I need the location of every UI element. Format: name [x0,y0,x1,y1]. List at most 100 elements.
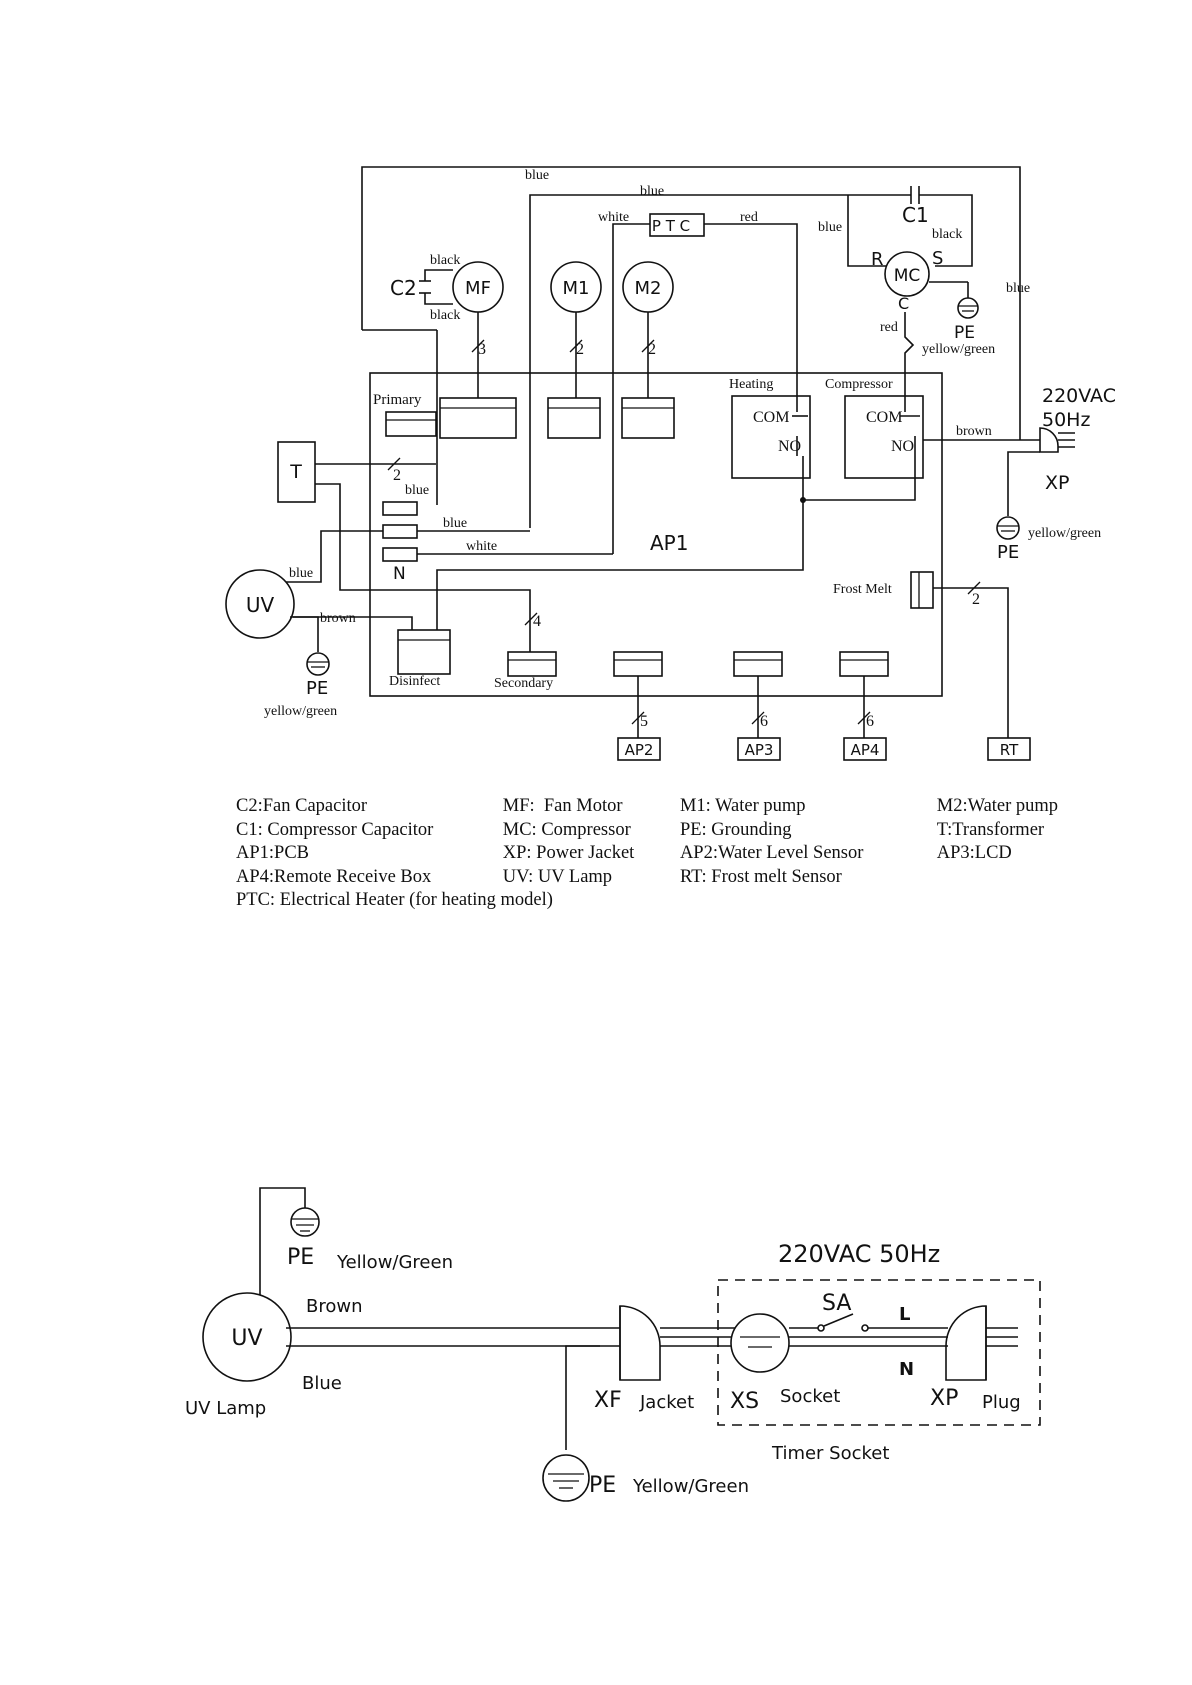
plug-label: Plug [982,1392,1021,1413]
frost-melt-connector [910,571,934,609]
t-bus-count: 2 [393,467,401,484]
legend-item: T:Transformer [936,819,1045,840]
compressor-com: COM [866,409,902,426]
wire-label-blue-2: blue [640,184,664,199]
ptc-label: P T C [652,217,690,235]
sec-bus-count: 4 [533,613,541,630]
xf-label: XF [594,1388,622,1413]
plug-xp [1039,427,1059,453]
l-label: L [899,1304,910,1325]
terminal-3 [382,547,418,562]
mc-c-label: C [898,294,909,313]
wire-label-white-1: white [598,210,629,225]
disinfect-connector [397,629,451,675]
pe-bottom-color: Yellow/Green [632,1476,749,1497]
socket-xs [730,1313,790,1373]
ptc-heater [649,213,705,237]
brown-label: Brown [306,1296,363,1317]
wire-label-black-2: black [430,253,460,268]
legend-item: AP1:PCB [236,843,310,864]
jacket-xf [619,1305,661,1381]
legend: C2:Fan Capacitor MF: Fan Motor M1: Water… [236,795,1096,913]
legend-item: M1: Water pump [679,796,806,816]
m2-bus-count: 2 [648,341,656,358]
wire-label-yg-2: yellow/green [1028,526,1101,541]
heating-relay [731,395,811,479]
heating-no: NO [778,438,801,455]
legend-item [937,866,1096,890]
primary-label: Primary [373,392,422,408]
wire-red-ptc [704,223,798,412]
wire-blue-outer [361,166,1021,440]
legend-row: AP4:Remote Receive Box UV: UV Lamp RT: F… [236,866,1096,890]
pe-label-1: PE [954,323,975,343]
plug-xp-bottom [945,1305,987,1381]
wire-label-blue-4: blue [1006,281,1030,296]
mf-connector [439,397,517,439]
transformer [277,441,316,503]
heating-com: COM [753,409,789,426]
n-label: N [393,564,406,584]
legend-row: AP1:PCB XP: Power Jacket AP2:Water Level… [236,842,1096,866]
wire-label-blue-7: blue [289,566,313,581]
ap2-connector [613,651,663,677]
secondary-connector [507,651,557,677]
wire-label-black-3: black [430,308,460,323]
legend-item: C2:Fan Capacitor [236,796,368,816]
wire-label-yg-3: yellow/green [264,704,337,719]
legend-item: UV: UV Lamp [502,866,613,887]
frost-melt-label: Frost Melt [833,582,892,597]
wire-label-blue-1: blue [525,168,549,183]
t-label: T [289,461,302,483]
uv-label: UV [246,593,275,617]
ap4-box [843,737,887,761]
legend-item: AP2:Water Level Sensor [679,843,864,864]
jacket-label: Jacket [639,1392,694,1413]
rt-label: RT [1000,741,1019,759]
ground-icon [290,1207,320,1237]
pe-top-color: Yellow/Green [336,1252,453,1273]
legend-row: PTC: Electrical Heater (for heating mode… [236,889,1096,913]
pe-label-3: PE [306,678,328,699]
c1-label: C1 [902,203,929,227]
m2-label: M2 [635,278,662,299]
ap4-label: AP4 [851,741,880,759]
ground-icon [542,1454,590,1502]
m1-bus-count: 2 [576,341,584,358]
ground-icon [957,297,979,319]
legend-item: RT: Frost melt Sensor [679,866,842,887]
pe-label-2: PE [997,542,1019,563]
wire-label-red-2: red [880,320,898,335]
pe-top-label: PE [287,1245,314,1270]
blue-label: Blue [302,1373,342,1394]
supply-voltage: 220VAC [1042,385,1116,407]
uv-lamp-label: UV Lamp [185,1398,266,1419]
ap4-connector [839,651,889,677]
wire-label-blue-5: blue [405,483,429,498]
wire-label-brown-2: brown [320,611,356,626]
timer-socket-label: Timer Socket [771,1443,889,1464]
c2-label: C2 [390,276,417,300]
xp-bottom-label: XP [930,1386,958,1411]
m1-connector [547,397,601,439]
uv-lamp [225,569,295,639]
uv-lamp-bottom [202,1292,292,1382]
disinfect-label: Disinfect [389,674,440,689]
terminal-1 [382,501,418,516]
wire-label-blue-3: blue [818,220,842,235]
uv-bottom-label: UV [231,1326,262,1351]
legend-item: MC: Compressor [502,819,631,840]
ap3-connector [733,651,783,677]
legend-item: AP3:LCD [936,843,1012,864]
m2-connector [621,397,675,439]
wire-label-yg-1: yellow/green [922,342,995,357]
legend-item-ptc: PTC: Electrical Heater (for heating mode… [236,890,553,911]
ap1-board [369,372,943,697]
mc-s-label: S [932,248,943,269]
xs-label: XS [730,1389,759,1414]
legend-item: MF: Fan Motor [502,796,623,816]
mc-r-label: R [871,249,884,270]
xp-label: XP [1045,472,1069,494]
ap3-box [737,737,781,761]
